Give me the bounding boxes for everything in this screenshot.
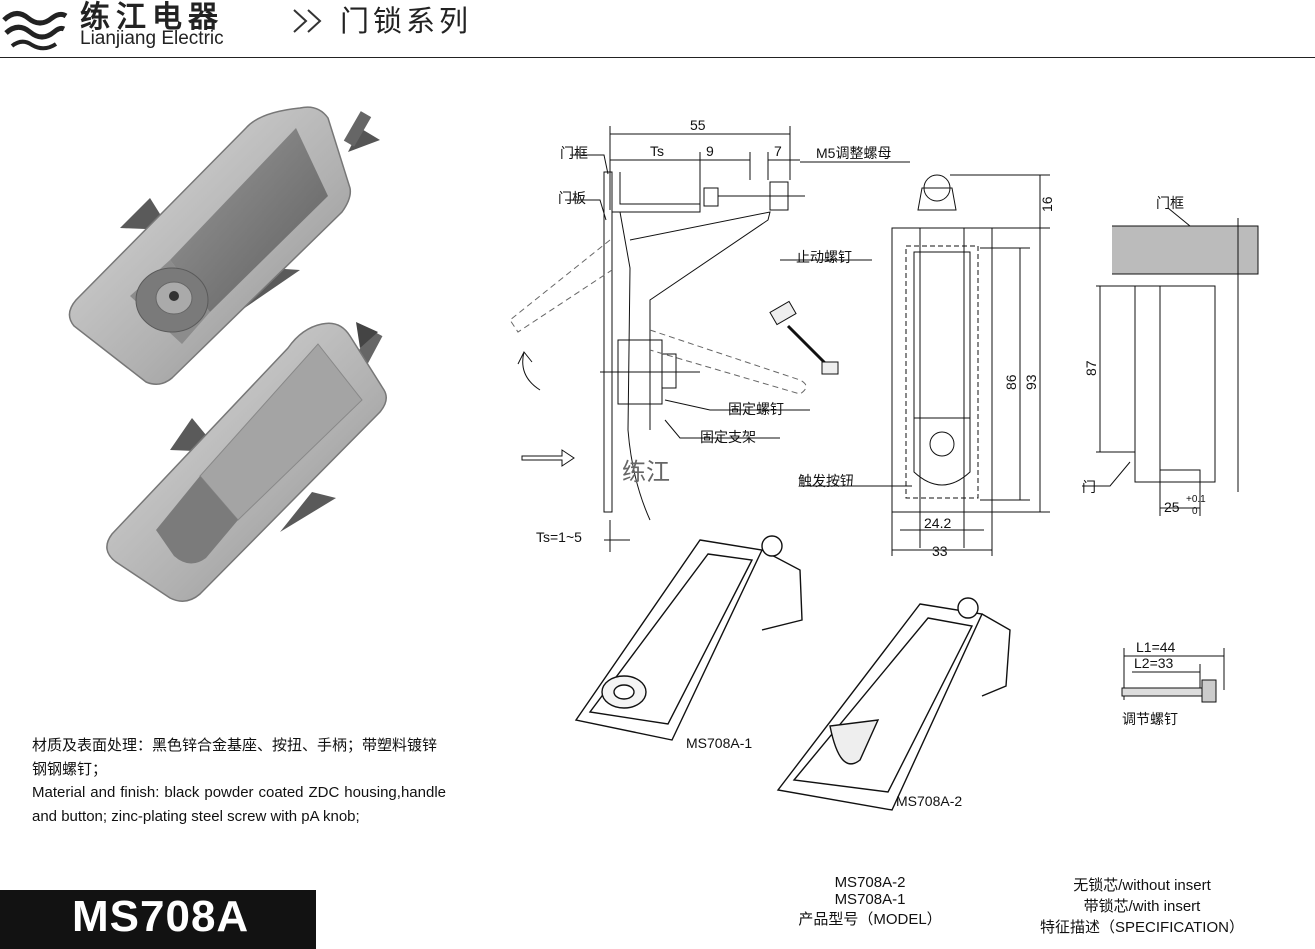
dim-93: 93 <box>1023 374 1039 390</box>
tolerance-upper: +0.1 <box>1186 494 1206 505</box>
brand-name-en: Lianjiang Electric <box>80 28 224 49</box>
label-adjust-screw: 调节螺钉 <box>1122 711 1178 727</box>
dim-86: 86 <box>1003 374 1019 390</box>
spec-header-model: 产品型号（MODEL） <box>798 911 942 928</box>
label-door-frame: 门框 <box>560 145 588 161</box>
dim-7: 7 <box>774 143 782 159</box>
dim-ts: Ts <box>650 143 664 159</box>
spec-row-model: MS708A-2 <box>834 874 906 891</box>
model-code-banner: MS708A <box>0 890 316 949</box>
dim-33: 33 <box>932 543 948 559</box>
label-fixing-bracket: 固定支架 <box>700 429 756 445</box>
lock-without-insert-photo <box>106 322 387 602</box>
description-en: Material and finish: black powder coated… <box>32 784 446 825</box>
dim-l2: L2=33 <box>1134 655 1174 671</box>
tolerance-lower: 0 <box>1192 506 1198 517</box>
double-chevron-icon <box>293 9 322 33</box>
header-divider <box>0 57 1315 58</box>
drawing-model-2: MS708A-2 <box>896 793 962 809</box>
spec-row-spec: 无锁芯/without insert <box>1073 877 1211 894</box>
dim-87: 87 <box>1083 360 1099 376</box>
label-stop-screw: 止动螺钉 <box>796 249 852 265</box>
description-cn: 材质及表面处理：黑色锌合金基座、按扭、手柄；带塑料镀锌钢钢螺钉； <box>32 736 438 778</box>
model-code: MS708A <box>72 892 250 941</box>
label-fixing-screw: 固定螺钉 <box>728 401 784 417</box>
drawing-model-1: MS708A-1 <box>686 735 752 751</box>
label-m5-nut: M5调整螺母 <box>816 145 891 161</box>
dim-24-2: 24.2 <box>924 515 951 531</box>
watermark-text: 练江 <box>622 459 670 486</box>
dim-16: 16 <box>1039 196 1055 212</box>
dim-55: 55 <box>690 117 706 133</box>
spec-header-spec: 特征描述（SPECIFICATION） <box>1040 919 1244 936</box>
brand-name-cn: 练江电器 <box>80 0 224 35</box>
brand-logo-icon <box>2 11 68 51</box>
series-title: 门锁系列 <box>340 4 473 38</box>
label-frame-right: 门框 <box>1156 195 1184 211</box>
spec-model-column: MS708A-2 MS708A-1 产品型号（MODEL） <box>780 874 960 929</box>
spec-row-spec: 带锁芯/with insert <box>1083 898 1201 915</box>
lock-with-insert-photo <box>68 106 380 385</box>
dim-9: 9 <box>706 143 714 159</box>
dim-ts-range: Ts=1~5 <box>536 529 582 545</box>
technical-drawing: 55 Ts 9 7 M5调整螺母 门框 门板 止动螺钉 固定螺钉 固定支架 触发… <box>509 117 1259 811</box>
label-door-panel: 门板 <box>558 190 586 206</box>
spec-row-model: MS708A-1 <box>834 891 906 908</box>
label-door: 门 <box>1082 479 1096 495</box>
spec-description-column: 无锁芯/without insert 带锁芯/with insert 特征描述（… <box>1000 874 1284 937</box>
label-trigger-button: 触发按钮 <box>798 473 854 489</box>
dim-25: 25 <box>1164 499 1180 515</box>
dim-l1: L1=44 <box>1136 639 1176 655</box>
product-photo <box>68 106 387 602</box>
